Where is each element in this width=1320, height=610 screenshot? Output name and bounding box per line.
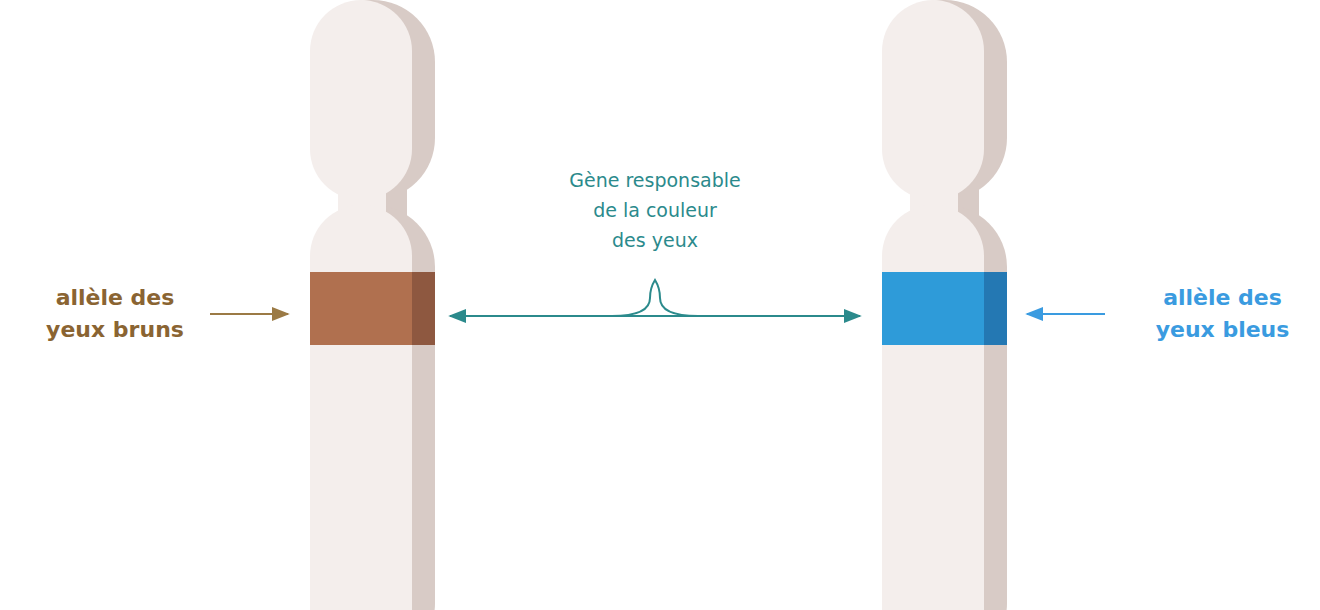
leader-arrow xyxy=(1027,313,1105,315)
double-arrow xyxy=(450,315,860,317)
gene-label: Gène responsable de la couleur des yeux xyxy=(535,165,775,255)
brace xyxy=(612,280,698,316)
allele-band-shadow xyxy=(984,272,1007,345)
chromosome-arm xyxy=(882,205,984,610)
allele-band xyxy=(882,272,984,345)
allele-band-shadow xyxy=(412,272,435,345)
allele-label: allèle des yeux bleus xyxy=(1125,282,1320,346)
allele-band xyxy=(310,272,412,345)
chromosome-shadow xyxy=(882,205,1007,610)
chromosome-arm xyxy=(310,205,412,610)
allele-label: allèle des yeux bruns xyxy=(20,282,210,346)
chromosome xyxy=(310,0,435,610)
chromosome xyxy=(882,0,1007,610)
leader-arrow xyxy=(210,313,288,315)
chromosome-shadow xyxy=(310,205,435,610)
